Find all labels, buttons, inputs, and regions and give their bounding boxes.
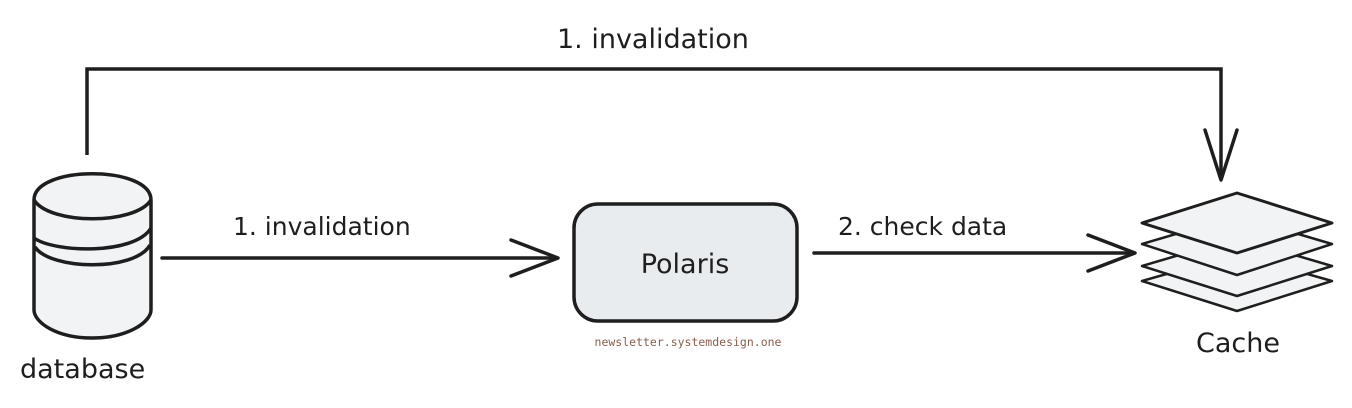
watermark: newsletter.systemdesign.one: [595, 335, 782, 349]
polaris-box: [572, 202, 799, 323]
edge-label-db-to-polaris: 1. invalidation: [233, 212, 411, 241]
node-label-cache: Cache: [1196, 328, 1280, 359]
node-cache[interactable]: Cache: [1140, 191, 1334, 359]
arrowhead-right-icon: [509, 238, 560, 278]
edge-label-db-to-cache: 1. invalidation: [557, 24, 749, 55]
node-database[interactable]: database: [20, 172, 153, 385]
edge-db-to-cache: 1. invalidation: [85, 24, 1239, 182]
node-polaris[interactable]: Polaris newsletter.systemdesign.one: [572, 202, 799, 349]
edge-polaris-to-cache: 2. check data: [812, 212, 1137, 273]
database-cylinder-icon: [32, 172, 153, 340]
edge-db-to-polaris: 1. invalidation: [160, 212, 560, 278]
cache-stack-icon: [1140, 191, 1334, 313]
node-label-polaris: Polaris: [641, 249, 730, 280]
arrowhead-right-icon: [1086, 233, 1137, 273]
arrowhead-down-icon: [1203, 128, 1239, 182]
node-label-database: database: [20, 354, 145, 385]
edge-line: [85, 67, 1223, 178]
edge-label-polaris-to-cache: 2. check data: [838, 212, 1007, 241]
